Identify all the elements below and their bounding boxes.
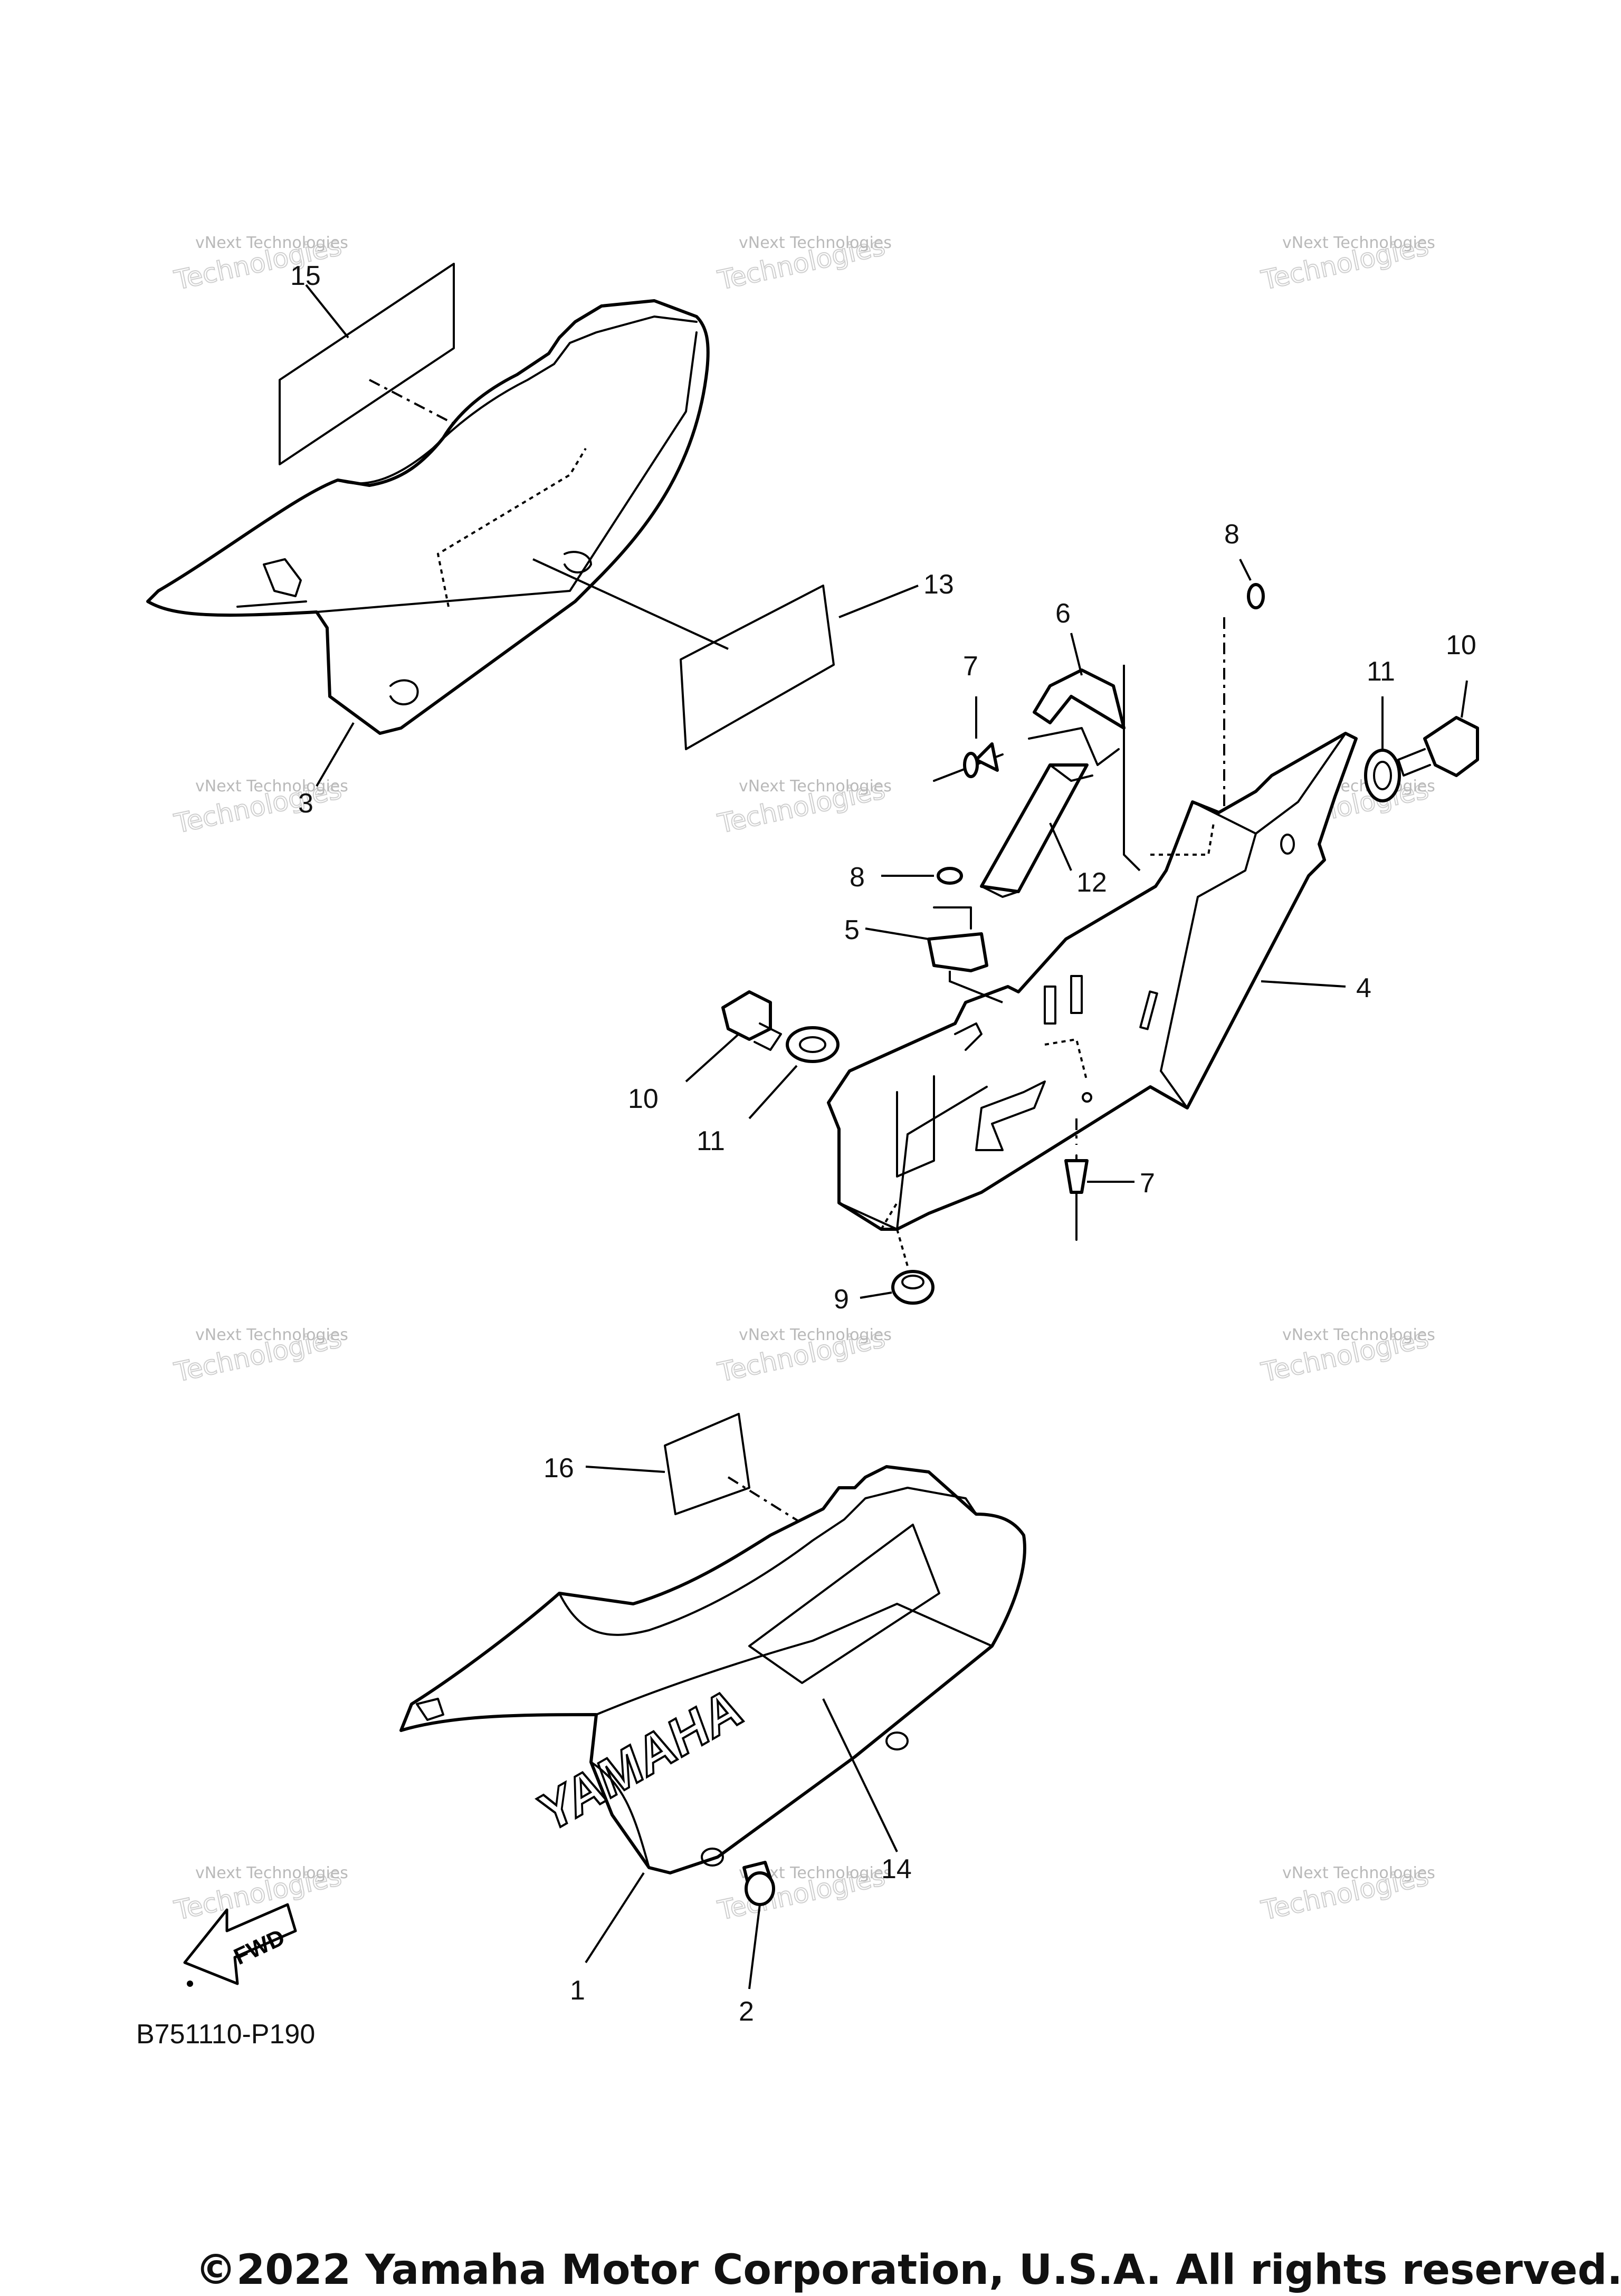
part-16-label [664, 1413, 750, 1515]
callout-9: 9 [834, 1284, 849, 1315]
watermark-text: vNext Technologies [739, 1326, 892, 1344]
watermark-text: vNext Technologies [1282, 1326, 1435, 1344]
callout-12: 12 [1076, 867, 1107, 898]
part-10-bolt-right [1397, 716, 1479, 777]
part-9-phantom [896, 1229, 909, 1267]
part-8-washer-lower [937, 867, 963, 885]
part-3-side-cover [146, 299, 710, 735]
callout-2: 2 [739, 1996, 754, 2027]
part-10-bolt-left [721, 990, 782, 1051]
watermark-text: vNext Technologies [1282, 1864, 1435, 1882]
part-8-washer-upper [1247, 583, 1265, 609]
part-1-side-cover [399, 1465, 1026, 1874]
callout-8b: 8 [850, 862, 865, 893]
part-7-rivet-lower [1064, 1118, 1089, 1241]
callout-7b: 7 [1140, 1168, 1155, 1199]
part-11-grommet-left [786, 1026, 840, 1063]
callout-11a: 11 [1367, 656, 1395, 687]
part-6-phantom [1123, 665, 1141, 872]
callout-7a: 7 [963, 651, 978, 682]
callout-10b: 10 [628, 1084, 659, 1114]
watermark: Technologies vNext Technologies [1258, 1322, 1435, 1389]
callout-1: 1 [570, 1975, 585, 2006]
watermark: Technologies vNext Technologies [171, 1322, 348, 1389]
part-5-clip [927, 906, 988, 972]
watermark-text: vNext Technologies [195, 1864, 348, 1882]
callout-5: 5 [844, 915, 860, 945]
callout-6: 6 [1055, 598, 1071, 629]
part-13-label [680, 585, 835, 750]
leader-lines [305, 284, 1468, 1989]
callout-13: 13 [923, 569, 954, 600]
copyright-notice: ©2022 Yamaha Motor Corporation, U.S.A. A… [195, 2246, 1621, 2294]
watermark-text: vNext Technologies [195, 1326, 348, 1344]
callout-numbers: 1 2 3 4 5 6 7 7 8 8 9 10 10 11 11 12 13 … [290, 261, 1476, 2027]
watermark: Technologies vNext Technologies [714, 773, 892, 840]
watermark: Technologies vNext Technologies [1258, 1860, 1435, 1927]
callout-4: 4 [1356, 973, 1371, 1003]
watermark: Technologies vNext Technologies [1258, 230, 1435, 296]
arrow-icon [187, 1981, 193, 1987]
callout-3: 3 [298, 788, 313, 819]
watermark: Technologies vNext Technologies [714, 230, 892, 296]
callout-11b: 11 [697, 1126, 725, 1156]
part-13-leader-line [532, 558, 729, 650]
part-11-grommet-right [1364, 749, 1401, 802]
watermark: Technologies vNext Technologies [171, 773, 348, 840]
watermark-text: vNext Technologies [739, 777, 892, 796]
watermark: Technologies vNext Technologies [171, 230, 348, 296]
watermark-text: vNext Technologies [195, 777, 348, 796]
watermark-text: vNext Technologies [739, 234, 892, 252]
part-5-phantom [949, 971, 1003, 1003]
fwd-label: FWD [230, 1924, 289, 1970]
part-6-bracket [1028, 668, 1126, 766]
part-15-label [279, 263, 455, 465]
callout-8a: 8 [1224, 519, 1239, 550]
callout-16: 16 [543, 1453, 574, 1484]
callout-14: 14 [881, 1854, 912, 1884]
watermark-text: vNext Technologies [1282, 234, 1435, 252]
part-9-damper [891, 1270, 935, 1305]
watermark-text: vNext Technologies [195, 234, 348, 252]
callout-10a: 10 [1446, 630, 1476, 661]
part-4-battery-box [827, 732, 1358, 1231]
callout-15: 15 [290, 261, 321, 291]
watermark: Technologies vNext Technologies [714, 1860, 892, 1927]
part-2-screw [742, 1861, 775, 1906]
part-12-strap [980, 763, 1093, 898]
diagram-code: B751110-P190 [136, 2019, 316, 2050]
part-7-rivet-upper [933, 742, 1004, 782]
watermark: Technologies vNext Technologies [714, 1322, 892, 1389]
